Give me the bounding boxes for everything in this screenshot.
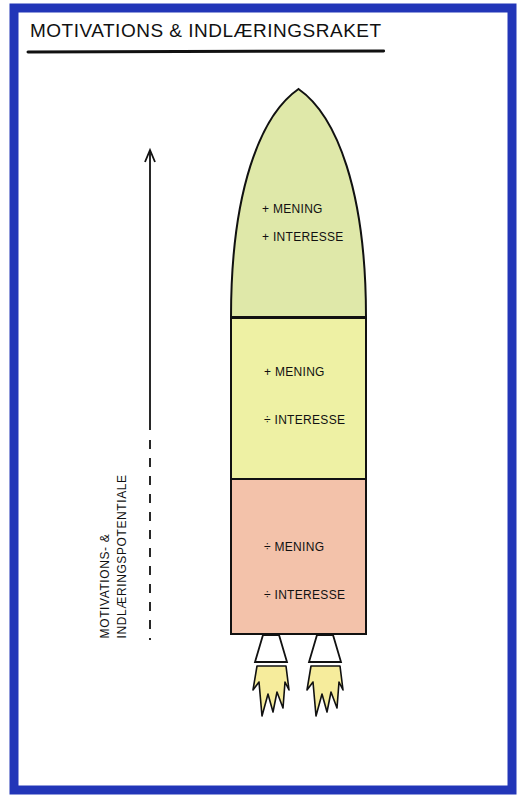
rocket-flame [307,666,343,716]
section-text: ÷ INTERESSE [264,413,345,427]
axis-label: MOTIVATIONS- & INDLÆRINGSPOTENTIALE [97,458,132,638]
axis-arrow-line [149,150,151,430]
blue-frame [14,8,512,790]
title-underline [28,51,384,52]
rocket-body-section: + MENING ÷ INTERESSE [230,317,367,480]
rocket-nozzle [309,635,341,662]
axis-arrow-dashes [149,440,151,640]
axis-arrow-head [145,150,155,162]
rocket-nozzle [255,635,287,662]
section-text: + MENING [264,365,325,379]
rocket-body-section: ÷ MENING ÷ INTERESSE [230,478,367,635]
rocket-nose-fill [231,89,366,317]
rocket-nose-section: + MENING + INTERESSE [230,88,367,318]
section-text: ÷ MENING [264,540,324,554]
section-text: ÷ INTERESSE [264,588,345,602]
rocket-flame [253,666,289,716]
section-text: + MENING [262,202,323,216]
title: MOTIVATIONS & INDLÆRINGSRAKET [30,20,382,42]
section-text: + INTERESSE [262,230,344,244]
